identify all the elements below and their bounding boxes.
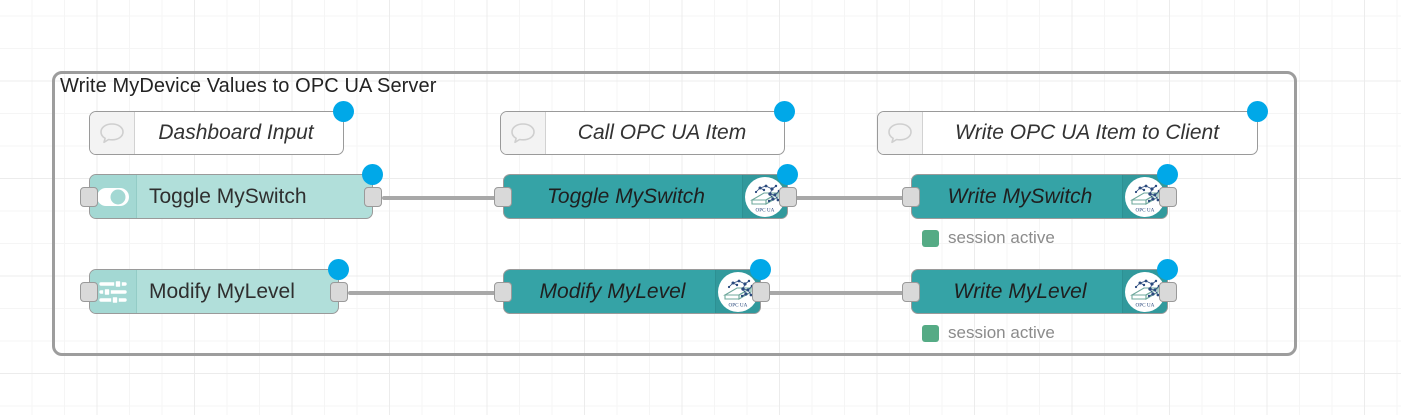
opcua-node-call-toggle-myswitch[interactable]: Toggle MySwitch <box>494 164 798 219</box>
node-output-port[interactable] <box>752 281 770 302</box>
toggle-switch-icon <box>90 175 137 218</box>
node-output-port[interactable] <box>1159 186 1177 207</box>
status-indicator-dot <box>922 229 939 247</box>
svg-text:OPC UA: OPC UA <box>729 302 748 308</box>
node-group-label: Write MyDevice Values to OPC UA Server <box>60 75 437 97</box>
dashboard-node-toggle-myswitch[interactable]: Toggle MySwitch <box>80 164 383 219</box>
speech-bubble-icon <box>501 112 546 154</box>
changed-indicator-dot <box>1247 101 1268 122</box>
opc-ua-logo-icon: OPC UA <box>1122 175 1167 218</box>
opc-ua-logo-icon: OPC UA <box>742 175 787 218</box>
node-label: Modify MyLevel <box>539 279 686 303</box>
node-input-port[interactable] <box>80 281 98 302</box>
node-label: Toggle MySwitch <box>547 184 705 208</box>
node-output-port[interactable] <box>364 186 382 207</box>
changed-indicator-dot <box>774 101 795 122</box>
node-input-port[interactable] <box>902 281 920 302</box>
status-indicator-dot <box>922 324 939 342</box>
node-input-port[interactable] <box>902 186 920 207</box>
node-input-port[interactable] <box>80 186 98 207</box>
comment-node-write-opc-ua-item-to-client[interactable]: Write OPC UA Item to Client <box>877 101 1268 155</box>
wire-call-to-write-switch[interactable] <box>784 196 911 200</box>
speech-bubble-icon <box>878 112 923 154</box>
node-label: Modify MyLevel <box>149 279 295 303</box>
changed-indicator-dot <box>750 259 771 280</box>
node-input-port[interactable] <box>494 186 512 207</box>
comment-label: Call OPC UA Item <box>577 121 747 144</box>
node-status-write-myswitch: session active <box>922 228 1055 248</box>
node-output-port[interactable] <box>330 281 348 302</box>
comment-label: Write OPC UA Item to Client <box>954 121 1220 144</box>
opcua-node-write-mylevel[interactable]: Write MyLevel <box>902 259 1178 314</box>
wire-level-dash-to-call[interactable] <box>348 291 503 295</box>
node-output-port[interactable] <box>1159 281 1177 302</box>
changed-indicator-dot <box>1157 164 1178 185</box>
svg-text:OPC UA: OPC UA <box>756 207 775 213</box>
changed-indicator-dot <box>777 164 798 185</box>
changed-indicator-dot <box>1157 259 1178 280</box>
comment-node-call-opc-ua-item[interactable]: Call OPC UA Item <box>500 101 795 155</box>
node-label: Write MyLevel <box>953 279 1087 303</box>
node-label: Write MySwitch <box>947 184 1093 208</box>
dashboard-node-modify-mylevel[interactable]: Modify MyLevel <box>80 259 349 314</box>
opcua-node-write-myswitch[interactable]: Write MySwitch <box>902 164 1178 219</box>
opcua-node-call-modify-mylevel[interactable]: Modify MyLevel <box>494 259 771 314</box>
status-label: session active <box>948 228 1055 247</box>
node-output-port[interactable] <box>779 186 797 207</box>
status-label: session active <box>948 323 1055 342</box>
node-group-box[interactable] <box>52 71 1297 356</box>
speech-bubble-icon <box>90 112 135 154</box>
svg-text:OPC UA: OPC UA <box>1136 207 1155 213</box>
changed-indicator-dot <box>362 164 383 185</box>
node-status-write-mylevel: session active <box>922 323 1055 343</box>
wire-toggle-dash-to-call[interactable] <box>382 196 502 200</box>
node-input-port[interactable] <box>494 281 512 302</box>
changed-indicator-dot <box>333 101 354 122</box>
svg-text:OPC UA: OPC UA <box>1136 302 1155 308</box>
node-label: Toggle MySwitch <box>149 184 307 208</box>
wire-call-to-write-level[interactable] <box>758 291 911 295</box>
comment-label: Dashboard Input <box>158 121 314 144</box>
comment-node-dashboard-input[interactable]: Dashboard Input <box>89 101 354 155</box>
changed-indicator-dot <box>328 259 349 280</box>
